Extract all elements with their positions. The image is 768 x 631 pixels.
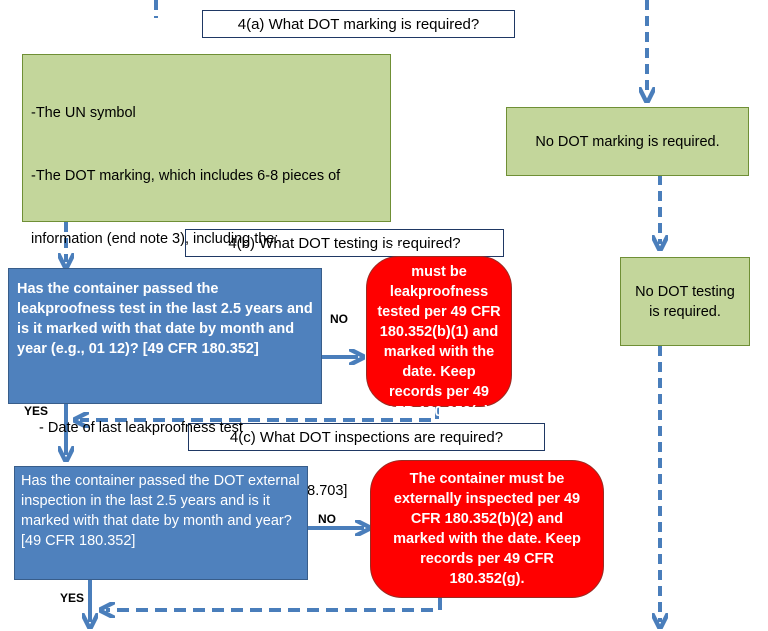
yes-label-inspect: YES <box>60 591 85 605</box>
marking-line: - Date of last leakproofness test <box>31 420 243 436</box>
connector-test-action-return <box>80 407 439 420</box>
yes-label-test: YES <box>24 404 49 418</box>
inspection-action-box: The container must be externally inspect… <box>370 460 604 598</box>
header-4a-text: 4(a) What DOT marking is required? <box>237 15 480 33</box>
inspection-question-box: Has the container passed the DOT externa… <box>14 466 308 580</box>
inspection-question-text: Has the container passed the DOT externa… <box>21 473 300 549</box>
header-4c-text: 4(c) What DOT inspections are required? <box>229 428 504 446</box>
header-4c: 4(c) What DOT inspections are required? <box>188 423 545 451</box>
marking-line: -The DOT marking, which includes 6-8 pie… <box>31 168 341 184</box>
header-4a: 4(a) What DOT marking is required? <box>202 10 515 38</box>
inspection-action-text: The container must be externally inspect… <box>393 471 581 587</box>
marking-requirements-box: -The UN symbol -The DOT marking, which i… <box>22 54 391 499</box>
leakproofness-action-text: The container must be leakproofness test… <box>377 243 501 420</box>
no-testing-text: No DOT testing is required. <box>635 283 735 320</box>
header-4b: 4(b) What DOT testing is required? <box>185 229 504 257</box>
marking-line: information (end note 3), including the: <box>31 231 279 247</box>
leakproofness-question-text: Has the container passed the leakproofne… <box>17 281 313 357</box>
no-marking-text: No DOT marking is required. <box>535 133 720 150</box>
no-marking-box: No DOT marking is required. <box>506 107 749 176</box>
no-testing-box: No DOT testing is required. <box>620 257 750 346</box>
leakproofness-action-box: The container must be leakproofness test… <box>366 244 512 420</box>
no-label-test: NO <box>330 312 348 326</box>
connector-inspect-action-return <box>106 598 442 610</box>
no-label-inspect: NO <box>318 512 336 526</box>
leakproofness-question-box: Has the container passed the leakproofne… <box>8 268 322 404</box>
header-4b-text: 4(b) What DOT testing is required? <box>228 234 461 252</box>
marking-line: -The UN symbol <box>31 105 136 121</box>
